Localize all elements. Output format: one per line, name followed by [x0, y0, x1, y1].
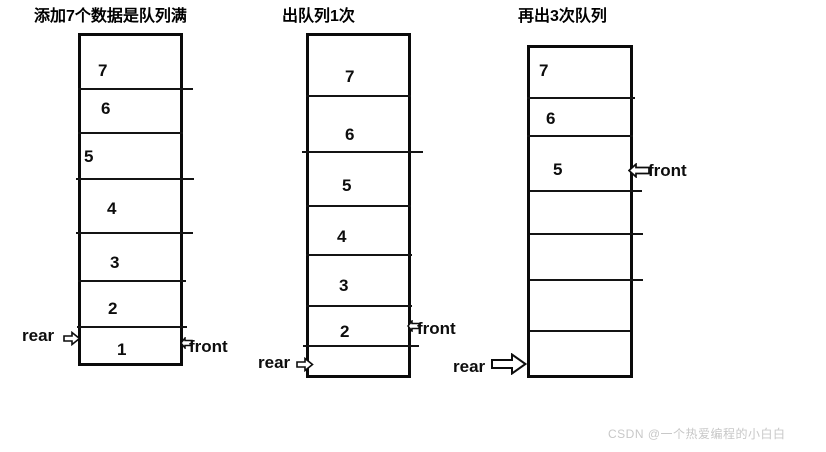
- queue-box-column-3: [527, 45, 633, 378]
- cell-divider: [530, 233, 643, 235]
- front-label-column-2: front: [417, 319, 456, 338]
- queue-cell-value: 5: [84, 147, 94, 166]
- cell-divider: [306, 305, 412, 307]
- arrow-right-icon: [63, 331, 81, 346]
- cell-divider: [302, 151, 423, 153]
- queue-cell-value: 6: [546, 109, 556, 128]
- cell-divider: [306, 205, 411, 207]
- arrow-right-icon: [296, 357, 314, 372]
- cell-divider: [530, 279, 643, 281]
- queue-cell-value: 2: [108, 299, 118, 318]
- cell-divider: [77, 326, 187, 328]
- column-2-title: 出队列1次: [282, 8, 355, 25]
- cell-divider: [306, 95, 411, 97]
- queue-cell-value: 6: [101, 99, 111, 118]
- cell-divider: [303, 345, 419, 347]
- cell-divider: [530, 190, 642, 192]
- cell-divider: [76, 178, 194, 180]
- queue-cell-value: 2: [340, 322, 350, 341]
- rear-label-column-2: rear: [258, 353, 291, 372]
- queue-cell-value: 4: [107, 199, 117, 218]
- queue-cell-value: 7: [345, 67, 355, 86]
- queue-cell-value: 6: [345, 125, 355, 144]
- front-label-column-3: front: [648, 161, 687, 180]
- rear-label-column-3: rear: [453, 357, 486, 376]
- queue-box-column-1: [78, 33, 183, 366]
- queue-cell-value: 5: [553, 160, 563, 179]
- arrow-left-icon: [628, 163, 650, 178]
- cell-divider: [527, 97, 635, 99]
- queue-cell-value: 3: [110, 253, 120, 272]
- arrow-left-icon: [180, 337, 193, 349]
- cell-divider: [78, 88, 193, 90]
- cell-divider: [76, 232, 193, 234]
- cell-divider: [530, 330, 630, 332]
- cell-divider: [78, 280, 186, 282]
- arrow-right-icon: [491, 353, 527, 375]
- arrow-left-icon: [407, 320, 420, 332]
- csdn-watermark: CSDN @一个热爱编程的小白白: [608, 427, 786, 441]
- queue-cell-value: 1: [117, 340, 127, 359]
- queue-cell-value: 5: [342, 176, 352, 195]
- column-1-title: 添加7个数据是队列满: [34, 8, 187, 25]
- queue-cell-value: 3: [339, 276, 349, 295]
- cell-divider: [306, 254, 412, 256]
- column-3-title: 再出3次队列: [518, 8, 607, 25]
- cell-divider: [527, 135, 633, 137]
- cell-divider: [78, 132, 183, 134]
- front-label-column-1: front: [189, 337, 228, 356]
- queue-cell-value: 7: [539, 61, 549, 80]
- rear-label-column-1: rear: [22, 326, 55, 345]
- queue-cell-value: 7: [98, 61, 108, 80]
- queue-cell-value: 4: [337, 227, 347, 246]
